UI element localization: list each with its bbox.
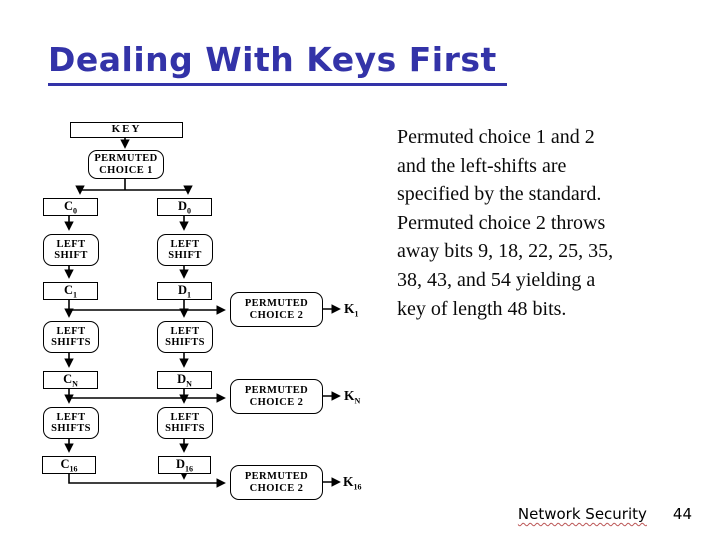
dn-box: DN [157, 371, 212, 389]
d16-label: D16 [175, 457, 194, 474]
permuted-choice-2-box-3: PERMUTED CHOICE 2 [230, 465, 323, 500]
left-shifts-box-c-1: LEFT SHIFTS [43, 321, 99, 353]
pc1-line2: CHOICE 1 [99, 164, 153, 176]
connector-branch-to-d0 [125, 185, 193, 195]
d1-box: D1 [157, 282, 212, 300]
permuted-choice-2-box-2: PERMUTED CHOICE 2 [230, 379, 323, 414]
key-label: KEY [111, 123, 142, 136]
left-shifts-line2: SHIFTS [165, 423, 205, 434]
left-shifts-line1: LEFT [170, 325, 200, 337]
left-shifts-line1: LEFT [56, 411, 86, 423]
c1-box: C1 [43, 282, 98, 300]
body-line: key of length 48 bits. [397, 297, 567, 320]
c16-label: C16 [60, 457, 78, 474]
c16-box: C16 [42, 456, 96, 474]
pc1-line1: PERMUTED [94, 153, 158, 165]
d0-label: D0 [177, 199, 192, 216]
body-text: Permuted choice 1 and 2 and the left-shi… [397, 123, 677, 323]
footer-course-label: Network Security [517, 505, 647, 523]
permuted-choice-2-box-1: PERMUTED CHOICE 2 [230, 292, 323, 327]
left-shifts-line1: LEFT [56, 325, 86, 337]
cn-label: CN [63, 372, 78, 389]
k1-label: K1 [344, 301, 359, 319]
cn-box: CN [43, 371, 98, 389]
page-title: Dealing With Keys First [48, 40, 507, 86]
connector-branch-to-c0 [75, 185, 125, 195]
kn-label: KN [344, 388, 361, 406]
left-shifts-box-d-1: LEFT SHIFTS [157, 321, 213, 353]
c0-label: C0 [63, 199, 78, 216]
dn-label: DN [177, 372, 192, 389]
permuted-choice-1-box: PERMUTED CHOICE 1 [88, 150, 164, 179]
left-shifts-box-c-2: LEFT SHIFTS [43, 407, 99, 439]
pc2-line2: CHOICE 2 [249, 482, 304, 494]
body-line: specified by the standard. [397, 183, 602, 206]
left-shift-line1: LEFT [56, 238, 86, 250]
d16-box: D16 [158, 456, 211, 474]
connector-c16-to-pc2-3 [68, 474, 226, 488]
left-shifts-line2: SHIFTS [165, 337, 205, 348]
body-line: and the left-shifts are [397, 154, 567, 177]
c1-label: C1 [63, 283, 78, 300]
pc2-line1: PERMUTED [244, 385, 309, 397]
left-shifts-line2: SHIFTS [51, 423, 91, 434]
pc2-line2: CHOICE 2 [249, 309, 304, 321]
left-shifts-line2: SHIFTS [51, 337, 91, 348]
pc2-line1: PERMUTED [244, 298, 309, 310]
footer-page-number: 44 [672, 505, 692, 523]
left-shift-line2: SHIFT [168, 250, 202, 261]
c0-box: C0 [43, 198, 98, 216]
left-shift-line1: LEFT [170, 238, 200, 250]
left-shift-line2: SHIFT [54, 250, 88, 261]
left-shifts-line1: LEFT [170, 411, 200, 423]
footer: Network Security 44 [0, 505, 692, 523]
k16-label: K16 [343, 474, 362, 492]
key-box: KEY [70, 122, 183, 138]
d1-label: D1 [177, 283, 192, 300]
pc2-line1: PERMUTED [244, 471, 309, 483]
body-line: Permuted choice 2 throws [397, 211, 606, 234]
left-shifts-box-d-2: LEFT SHIFTS [157, 407, 213, 439]
d0-box: D0 [157, 198, 212, 216]
body-line: away bits 9, 18, 22, 25, 35, [397, 240, 614, 263]
pc2-line2: CHOICE 2 [249, 396, 304, 408]
body-line: Permuted choice 1 and 2 [397, 126, 595, 148]
left-shift-box-d: LEFT SHIFT [157, 234, 213, 266]
left-shift-box-c: LEFT SHIFT [43, 234, 99, 266]
body-line: 38, 43, and 54 yielding a [397, 268, 596, 291]
